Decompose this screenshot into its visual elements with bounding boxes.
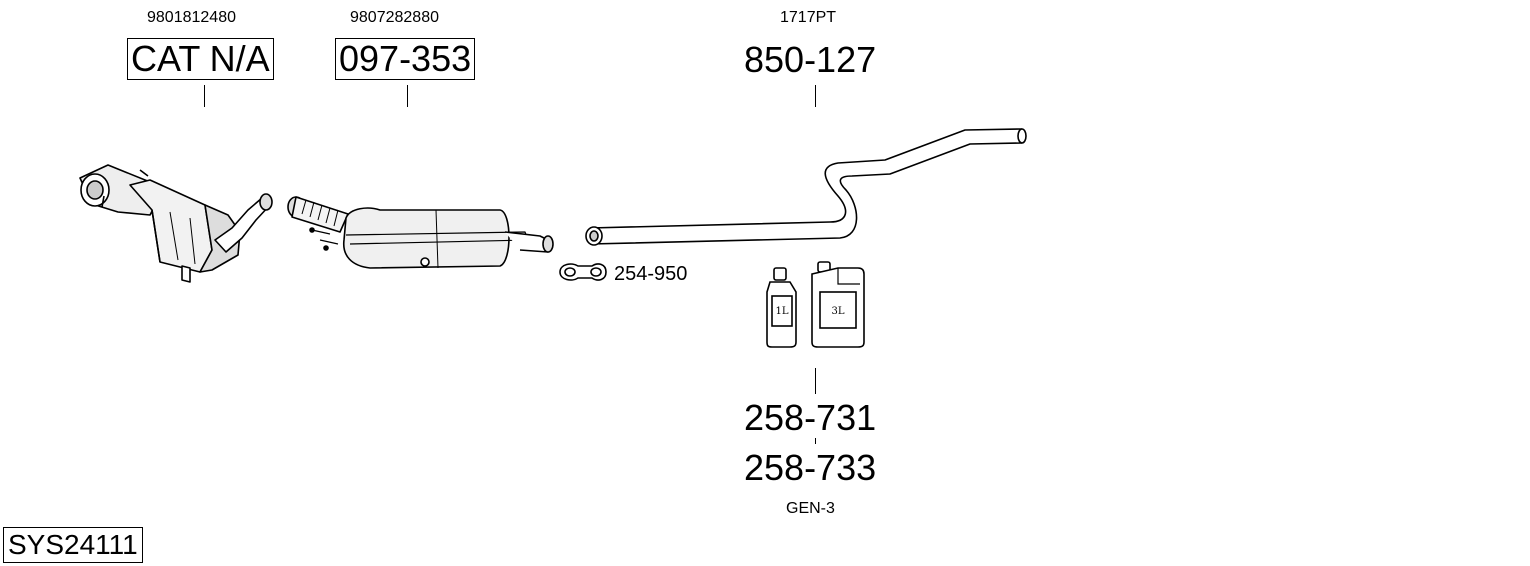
fluid-part-number-2[interactable]: 258-733	[744, 447, 877, 488]
cat-part-number[interactable]: CAT N/A	[127, 38, 274, 80]
fluid-leader-line	[815, 368, 816, 394]
dpf-icon	[287, 196, 554, 269]
canister-icon: 3L	[811, 261, 865, 348]
canister-label: 3L	[831, 306, 844, 317]
fluid-oe-number: GEN-3	[786, 500, 835, 517]
cat-oe-number: 9801812480	[147, 9, 236, 26]
dpf-leader-line	[407, 85, 408, 107]
fluid-part-number-1[interactable]: 258-731	[744, 397, 877, 438]
tail-oe-number: 1717PT	[780, 9, 837, 26]
tail-leader-line	[815, 85, 816, 107]
tailpipe-icon	[585, 128, 1027, 246]
tail-part-number[interactable]: 850-127	[744, 39, 877, 80]
catalyst-icon	[79, 164, 273, 283]
dpf-part-number[interactable]: 097-353	[335, 38, 476, 80]
system-id: SYS24111	[3, 527, 143, 563]
clamp-icon	[559, 263, 607, 281]
cat-leader-line	[204, 85, 205, 107]
bottle-label: 1L	[775, 306, 788, 317]
fluid-connector-line	[815, 438, 816, 444]
dpf-oe-number: 9807282880	[350, 9, 439, 26]
clamp-part-number[interactable]: 254-950	[614, 263, 688, 285]
bottle-icon: 1L	[766, 267, 797, 348]
